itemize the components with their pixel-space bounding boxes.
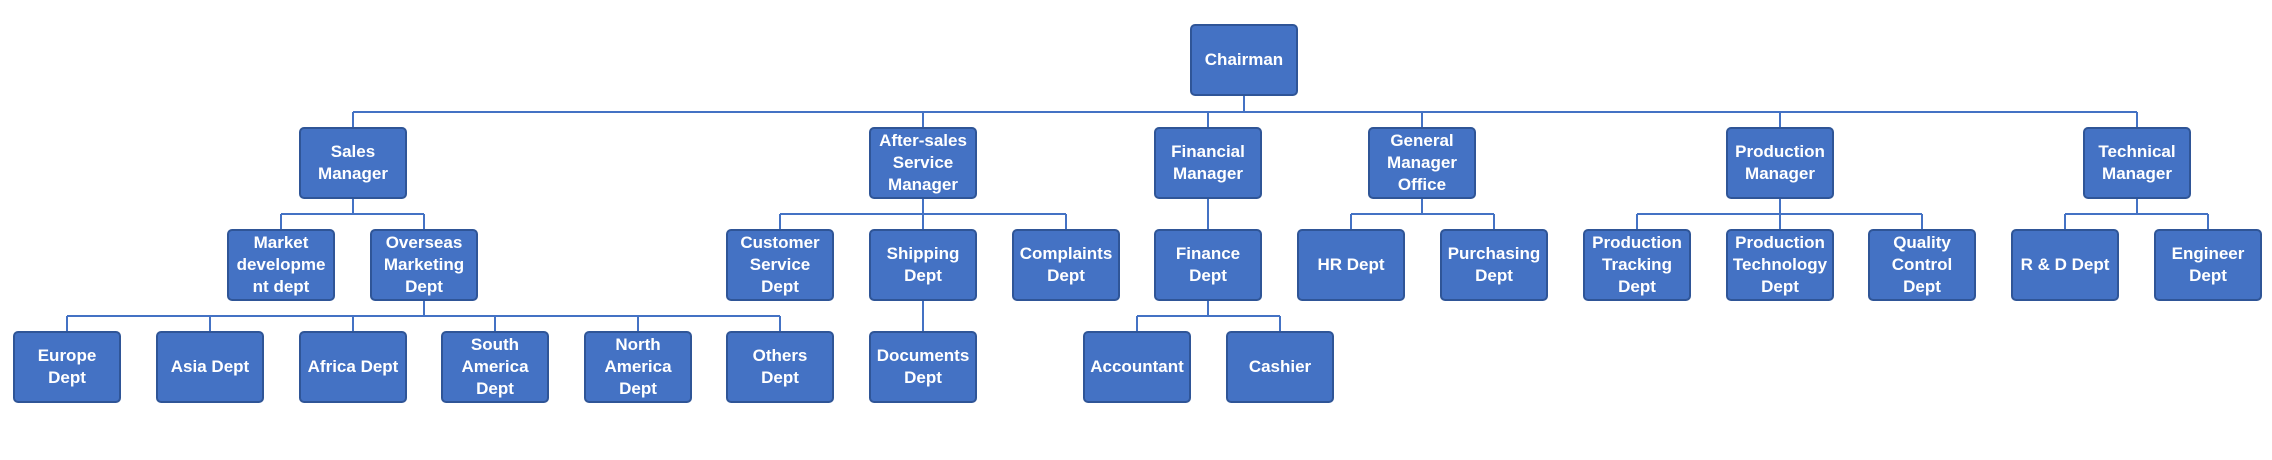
node-technical-manager[interactable]: Technical Manager [2083, 127, 2191, 199]
node-label: Finance Dept [1175, 244, 1241, 285]
node-label: Purchasing Dept [1447, 244, 1541, 285]
node-market-development-dept[interactable]: Market developme nt dept [227, 229, 335, 301]
node-after-sales-service-manager[interactable]: After-sales Service Manager [869, 127, 977, 199]
node-label: Accountant [1090, 357, 1184, 376]
node-label: North America Dept [604, 335, 672, 398]
node-label: General Manager Office [1387, 131, 1457, 194]
node-rd-dept[interactable]: R & D Dept [2011, 229, 2119, 301]
node-label: After-sales Service Manager [879, 131, 967, 194]
node-north-america-dept[interactable]: North America Dept [584, 331, 692, 403]
node-production-tracking-dept[interactable]: Production Tracking Dept [1583, 229, 1691, 301]
node-cashier[interactable]: Cashier [1226, 331, 1334, 403]
node-label: Market developme nt dept [236, 233, 326, 296]
node-africa-dept[interactable]: Africa Dept [299, 331, 407, 403]
node-label: Cashier [1248, 357, 1312, 376]
node-label: R & D Dept [2020, 255, 2110, 274]
node-europe-dept[interactable]: Europe Dept [13, 331, 121, 403]
node-label: Others Dept [752, 346, 808, 387]
node-label: Shipping Dept [886, 244, 960, 285]
node-chairman[interactable]: Chairman [1190, 24, 1298, 96]
node-engineer-dept[interactable]: Engineer Dept [2154, 229, 2262, 301]
node-asia-dept[interactable]: Asia Dept [156, 331, 264, 403]
node-label: HR Dept [1317, 255, 1385, 274]
node-label: Overseas Marketing Dept [383, 233, 465, 296]
node-complaints-dept[interactable]: Complaints Dept [1012, 229, 1120, 301]
node-label: South America Dept [461, 335, 529, 398]
node-accountant[interactable]: Accountant [1083, 331, 1191, 403]
node-documents-dept[interactable]: Documents Dept [869, 331, 977, 403]
node-sales-manager[interactable]: Sales Manager [299, 127, 407, 199]
node-customer-service-dept[interactable]: Customer Service Dept [726, 229, 834, 301]
node-label: Sales Manager [318, 142, 388, 183]
node-label: Customer Service Dept [740, 233, 820, 296]
node-label: Europe Dept [37, 346, 97, 387]
node-label: Africa Dept [307, 357, 399, 376]
node-production-manager[interactable]: Production Manager [1726, 127, 1834, 199]
node-others-dept[interactable]: Others Dept [726, 331, 834, 403]
node-label: Complaints Dept [1019, 244, 1113, 285]
node-label: Production Technology Dept [1732, 233, 1828, 296]
node-quality-control-dept[interactable]: Quality Control Dept [1868, 229, 1976, 301]
node-shipping-dept[interactable]: Shipping Dept [869, 229, 977, 301]
node-hr-dept[interactable]: HR Dept [1297, 229, 1405, 301]
node-label: Asia Dept [170, 357, 250, 376]
node-purchasing-dept[interactable]: Purchasing Dept [1440, 229, 1548, 301]
node-overseas-marketing-dept[interactable]: Overseas Marketing Dept [370, 229, 478, 301]
node-label: Production Manager [1735, 142, 1825, 183]
node-label: Documents Dept [876, 346, 970, 387]
node-finance-dept[interactable]: Finance Dept [1154, 229, 1262, 301]
node-label: Chairman [1204, 50, 1284, 69]
node-financial-manager[interactable]: Financial Manager [1154, 127, 1262, 199]
node-label: Quality Control Dept [1891, 233, 1953, 296]
node-label: Engineer Dept [2171, 244, 2245, 285]
node-label: Technical Manager [2098, 142, 2176, 183]
node-label: Financial Manager [1171, 142, 1245, 183]
node-south-america-dept[interactable]: South America Dept [441, 331, 549, 403]
node-label: Production Tracking Dept [1592, 233, 1682, 296]
node-production-technology-dept[interactable]: Production Technology Dept [1726, 229, 1834, 301]
node-general-manager-office[interactable]: General Manager Office [1368, 127, 1476, 199]
